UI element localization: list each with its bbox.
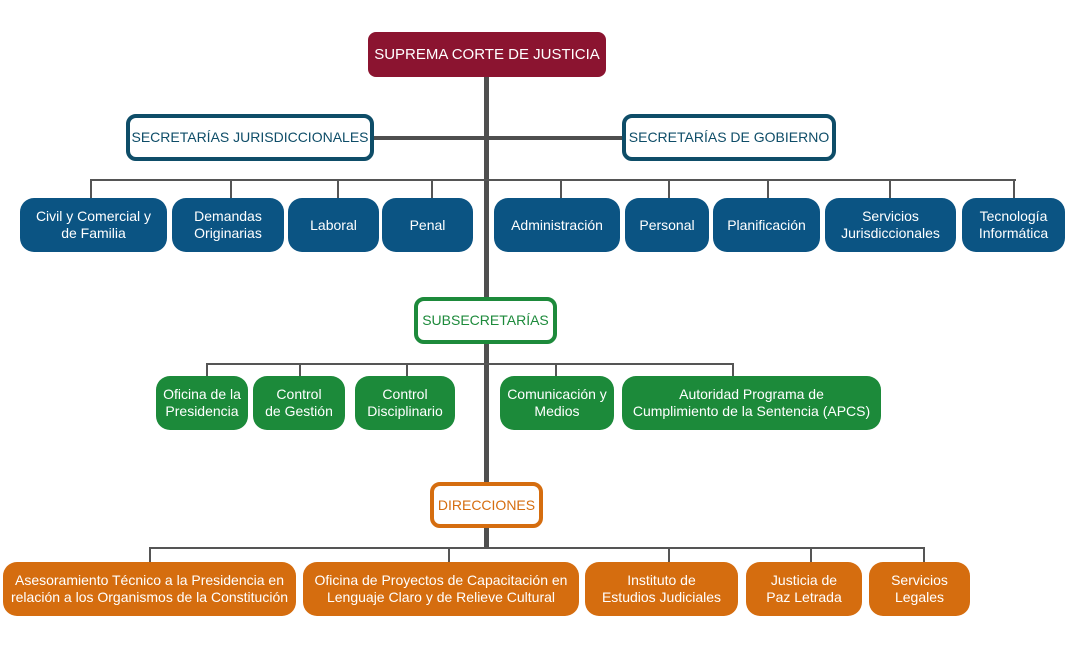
node-autoridad-apcs: Autoridad Programa de Cumplimiento de la… xyxy=(622,376,881,430)
node-oficina-presidencia: Oficina de la Presidencia xyxy=(156,376,248,430)
node-demandas-originarias: Demandas Originarias xyxy=(172,198,284,252)
connector xyxy=(149,547,151,562)
node-civil-comercial-familia: Civil y Comercial y de Familia xyxy=(20,198,167,252)
jurisdiccionales-bus xyxy=(90,179,486,181)
connector xyxy=(668,179,670,200)
direcciones-bus xyxy=(149,547,925,549)
connector xyxy=(810,547,812,562)
node-comunicacion-medios: Comunicación y Medios xyxy=(500,376,614,430)
node-laboral: Laboral xyxy=(288,198,379,252)
node-oficina-proyectos-capacitacion: Oficina de Proyectos de Capacitación en … xyxy=(303,562,579,616)
connector xyxy=(90,179,92,200)
node-asesoramiento-tecnico: Asesoramiento Técnico a la Presidencia e… xyxy=(3,562,296,616)
subsecretarias-bus xyxy=(206,363,734,365)
node-planificacion: Planificación xyxy=(713,198,820,252)
node-servicios-legales: Servicios Legales xyxy=(869,562,970,616)
connector xyxy=(337,179,339,200)
header-direcciones: DIRECCIONES xyxy=(430,482,543,528)
connector xyxy=(668,547,670,562)
node-penal: Penal xyxy=(382,198,473,252)
connector xyxy=(448,547,450,562)
node-control-gestion: Control de Gestión xyxy=(253,376,345,430)
header-subsecretarias: SUBSECRETARÍAS xyxy=(414,297,557,344)
connector xyxy=(767,179,769,200)
connector xyxy=(230,179,232,200)
connector xyxy=(889,179,891,200)
node-tecnologia-informatica: Tecnología Informática xyxy=(962,198,1065,252)
connector xyxy=(555,363,557,377)
node-justicia-paz-letrada: Justicia de Paz Letrada xyxy=(746,562,862,616)
header-secretarias-gobierno: SECRETARÍAS DE GOBIERNO xyxy=(622,114,836,161)
connector xyxy=(1013,179,1015,200)
node-administracion: Administración xyxy=(494,198,620,252)
node-control-disciplinario: Control Disciplinario xyxy=(355,376,455,430)
header-secretarias-jurisdiccionales: SECRETARÍAS JURISDICCIONALES xyxy=(126,114,374,161)
connector xyxy=(431,179,433,200)
node-personal: Personal xyxy=(625,198,709,252)
root-node-suprema-corte: SUPREMA CORTE DE JUSTICIA xyxy=(368,32,606,77)
connector xyxy=(560,179,562,200)
connector xyxy=(406,363,408,377)
connector xyxy=(299,363,301,377)
connector xyxy=(206,363,208,377)
secretarias-connector xyxy=(372,136,624,140)
node-servicios-jurisdiccionales: Servicios Jurisdiccionales xyxy=(825,198,956,252)
connector xyxy=(923,547,925,562)
gobierno-bus xyxy=(486,179,1016,181)
connector xyxy=(732,363,734,377)
node-instituto-estudios-judiciales: Instituto de Estudios Judiciales xyxy=(585,562,738,616)
